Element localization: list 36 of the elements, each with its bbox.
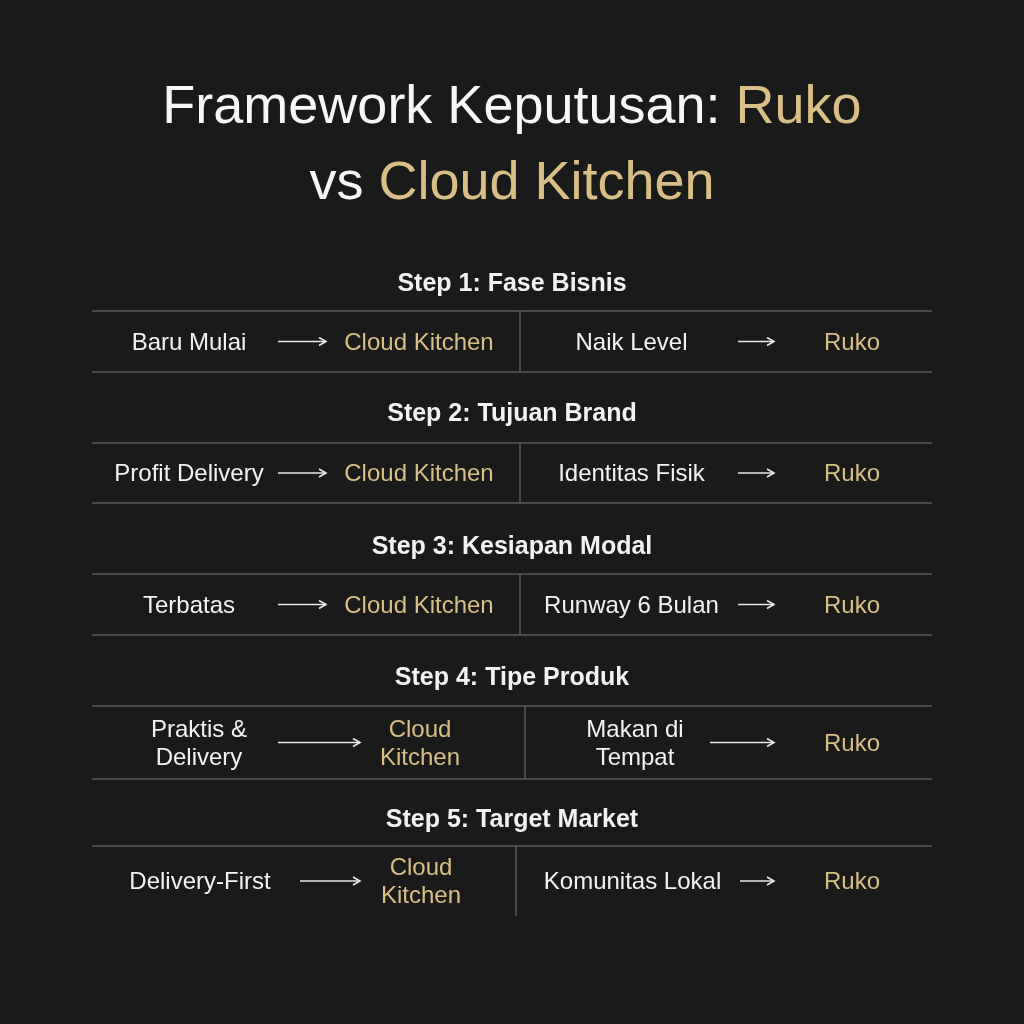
condition-text: Makan di Tempat xyxy=(585,714,685,771)
condition-text: Praktis & Delivery xyxy=(150,714,248,771)
arrow xyxy=(737,599,775,610)
result-option: Ruko xyxy=(824,728,880,757)
step-heading: Step 5: Target Market xyxy=(384,803,640,833)
arrow xyxy=(737,468,775,478)
arrow xyxy=(299,876,361,886)
arrow xyxy=(739,876,775,886)
condition-text: Komunitas Lokal xyxy=(543,867,722,895)
step-heading: Step 4: Tipe Produk xyxy=(393,661,631,691)
arrow xyxy=(277,599,327,610)
condition-text: Identitas Fisik xyxy=(558,459,705,487)
condition-text: Baru Mulai xyxy=(131,327,247,356)
result-option: Cloud Kitchen xyxy=(344,459,494,487)
result-option: Cloud Kitchen xyxy=(360,714,480,771)
result-option: Cloud Kitchen xyxy=(344,590,494,619)
result-option: Cloud Kitchen xyxy=(344,327,494,356)
result-option: Ruko xyxy=(824,590,880,619)
condition-text: Naik Level xyxy=(575,327,688,356)
title: Framework Keputusan: Ruko vs Cloud Kitchen xyxy=(162,73,862,212)
arrow xyxy=(709,737,775,748)
condition-text: Runway 6 Bulan xyxy=(544,590,719,619)
result-option: Ruko xyxy=(824,459,880,487)
result-option: Ruko xyxy=(824,327,880,356)
arrow xyxy=(277,336,327,347)
condition-text: Terbatas xyxy=(142,590,236,619)
step-heading: Step 2: Tujuan Brand xyxy=(386,397,638,427)
step-heading: Step 3: Kesiapan Modal xyxy=(370,530,654,560)
result-option: Ruko xyxy=(824,867,880,895)
condition-text: Profit Delivery xyxy=(114,459,264,487)
result-option: Cloud Kitchen xyxy=(360,853,482,909)
arrow xyxy=(737,336,775,347)
arrow xyxy=(277,737,361,748)
arrow xyxy=(277,468,327,478)
step-heading: Step 1: Fase Bisnis xyxy=(396,267,628,297)
condition-text: Delivery-First xyxy=(129,867,271,895)
